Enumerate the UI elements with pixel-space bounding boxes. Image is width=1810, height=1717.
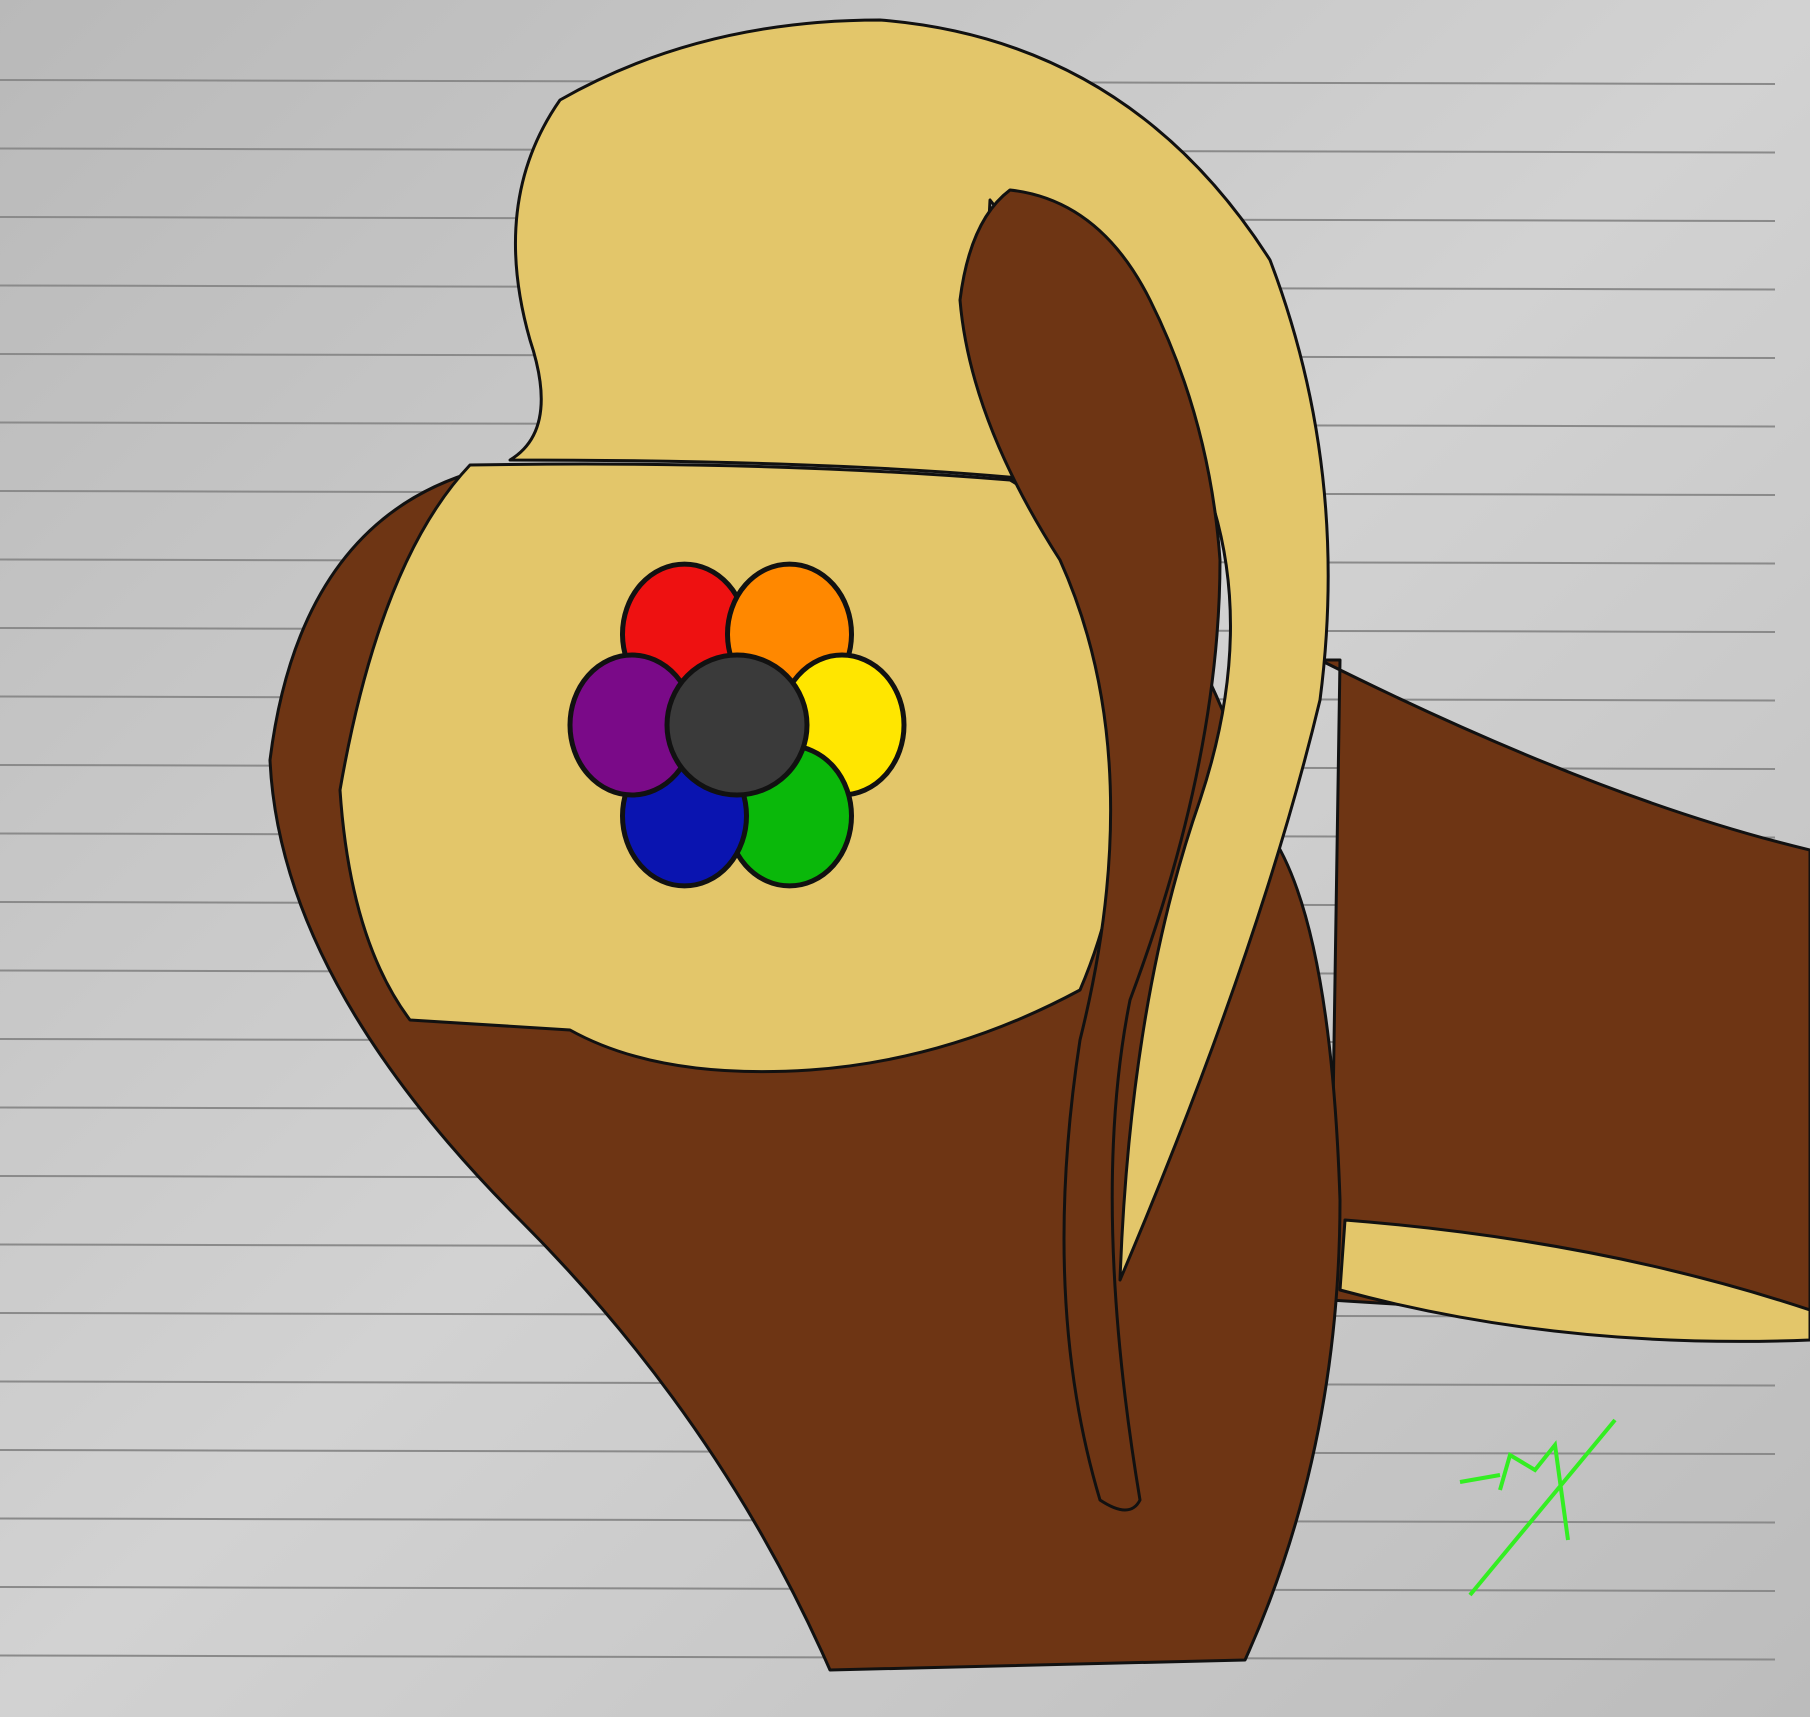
tail-lower (1338, 1218, 1810, 1343)
rainbow-flower (567, 561, 907, 889)
flower-center (664, 652, 810, 798)
figure (268, 18, 1810, 1672)
signature (1459, 1418, 1617, 1597)
tail-stripe (958, 188, 1222, 1512)
